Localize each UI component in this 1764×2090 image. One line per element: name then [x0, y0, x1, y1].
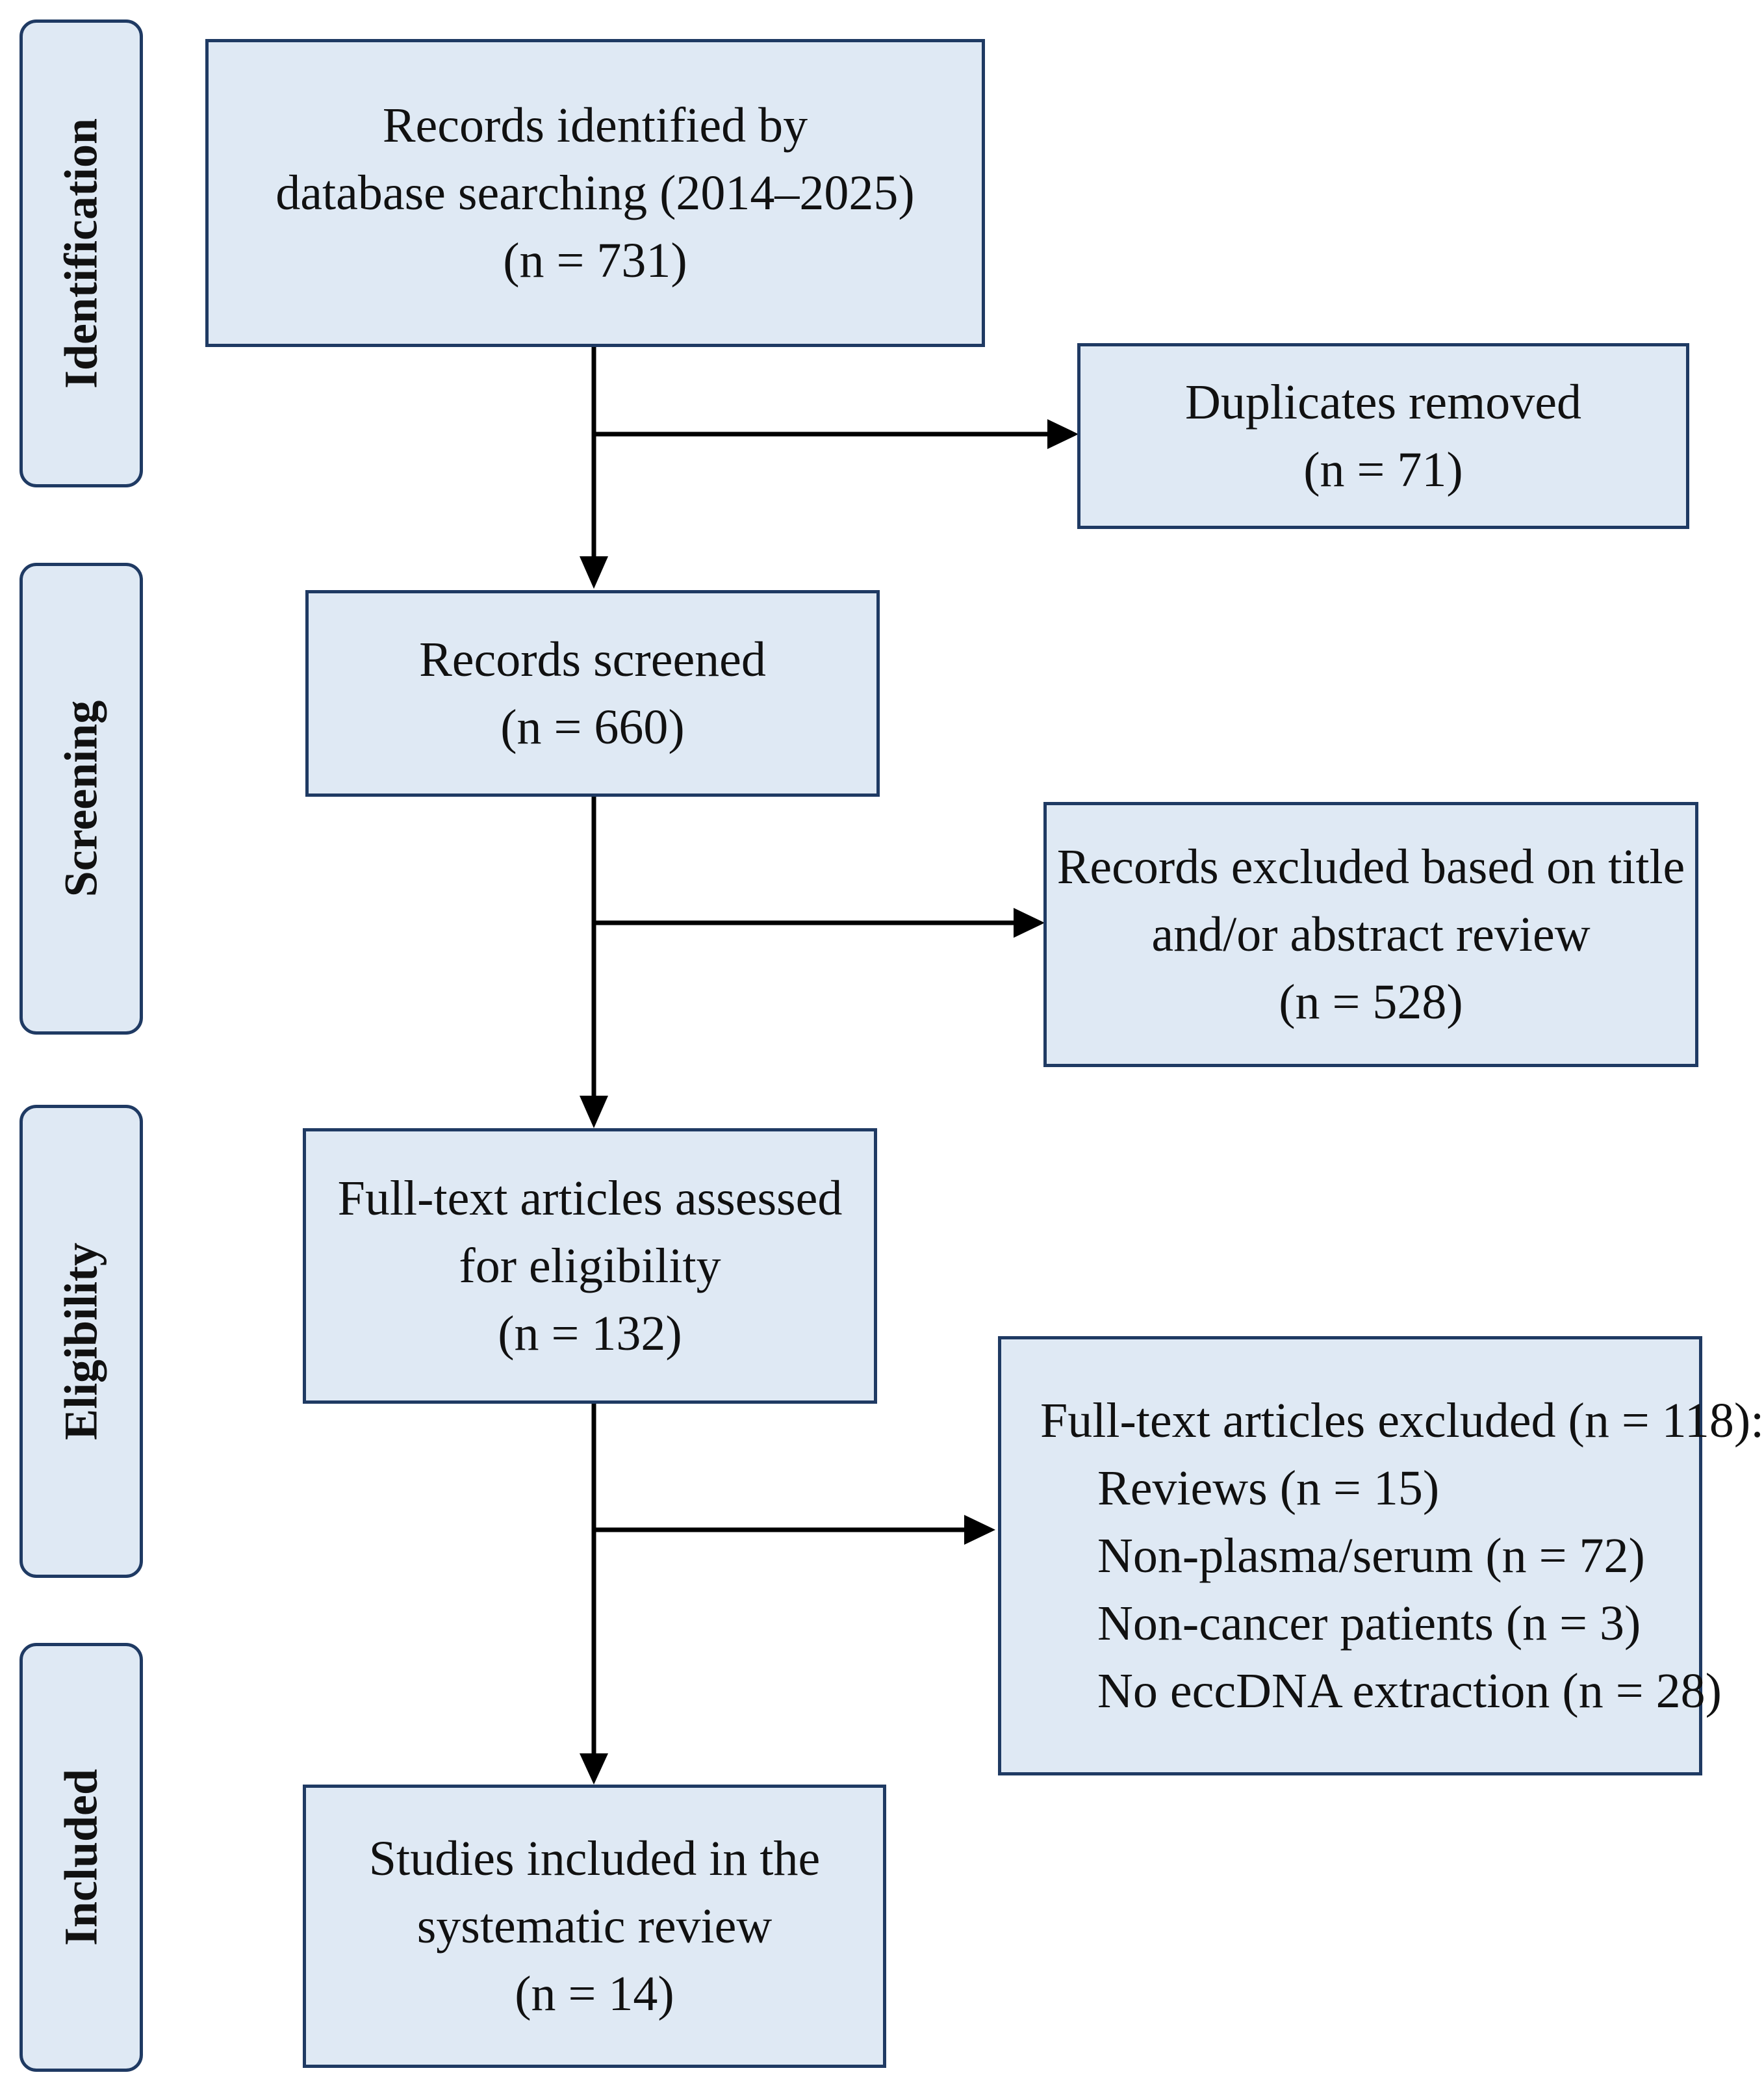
fulltext-excluded-box: Full-text articles excluded (n = 118): R… — [998, 1336, 1764, 1775]
arrowhead-down-3 — [580, 1753, 608, 1785]
exclusion-reason-non-cancer: Non-cancer patients (n = 3) — [1097, 1596, 1641, 1651]
duplicates-removed-count: (n = 71) — [1303, 443, 1463, 497]
records-excluded-line-2: and/or abstract review — [1151, 907, 1591, 962]
records-excluded-title-abstract-box: Records excluded based on title and/or a… — [1043, 802, 1698, 1067]
exclusion-reason-no-eccdna: No eccDNA extraction (n = 28) — [1097, 1664, 1722, 1718]
fulltext-assessed-box: Full-text articles assessed for eligibil… — [303, 1128, 877, 1404]
studies-included-line-1: Studies included in the — [368, 1831, 821, 1886]
fulltext-assessed-line-1: Full-text articles assessed — [337, 1171, 843, 1226]
records-identified-line-2: database searching (2014–2025) — [275, 166, 915, 220]
studies-included-count: (n = 14) — [515, 1967, 674, 2021]
studies-included-line-2: systematic review — [416, 1899, 773, 1954]
records-excluded-count: (n = 528) — [1279, 975, 1463, 1029]
stage-identification: Identification — [19, 19, 143, 487]
arrowhead-down-1 — [580, 556, 608, 589]
duplicates-removed-label: Duplicates removed — [1185, 375, 1581, 430]
records-identified-box: Records identified by database searching… — [205, 39, 985, 347]
exclusion-reason-non-plasma-serum: Non-plasma/serum (n = 72) — [1097, 1529, 1645, 1583]
arrowhead-right-1 — [1047, 419, 1079, 449]
stage-included: Included — [19, 1643, 143, 2072]
stage-eligibility: Eligibility — [19, 1105, 143, 1578]
records-screened-count: (n = 660) — [500, 700, 685, 755]
fulltext-assessed-count: (n = 132) — [498, 1306, 682, 1361]
exclusion-reason-reviews: Reviews (n = 15) — [1097, 1461, 1440, 1516]
fulltext-excluded-header: Full-text articles excluded (n = 118): — [1040, 1393, 1764, 1448]
arrowhead-down-2 — [580, 1096, 608, 1128]
records-screened-label: Records screened — [419, 632, 766, 687]
flow-arrows — [580, 346, 1079, 1785]
duplicates-removed-box: Duplicates removed (n = 71) — [1077, 343, 1689, 529]
records-screened-box: Records screened (n = 660) — [305, 590, 880, 797]
records-identified-line-1: Records identified by — [382, 98, 808, 153]
records-excluded-line-1: Records excluded based on title — [1056, 840, 1685, 894]
stage-screening: Screening — [19, 563, 143, 1035]
arrowhead-right-3 — [964, 1515, 995, 1545]
studies-included-box: Studies included in the systematic revie… — [303, 1785, 886, 2068]
arrowhead-right-2 — [1014, 908, 1045, 938]
records-identified-count: (n = 731) — [503, 233, 687, 288]
fulltext-assessed-line-2: for eligibility — [459, 1239, 721, 1293]
